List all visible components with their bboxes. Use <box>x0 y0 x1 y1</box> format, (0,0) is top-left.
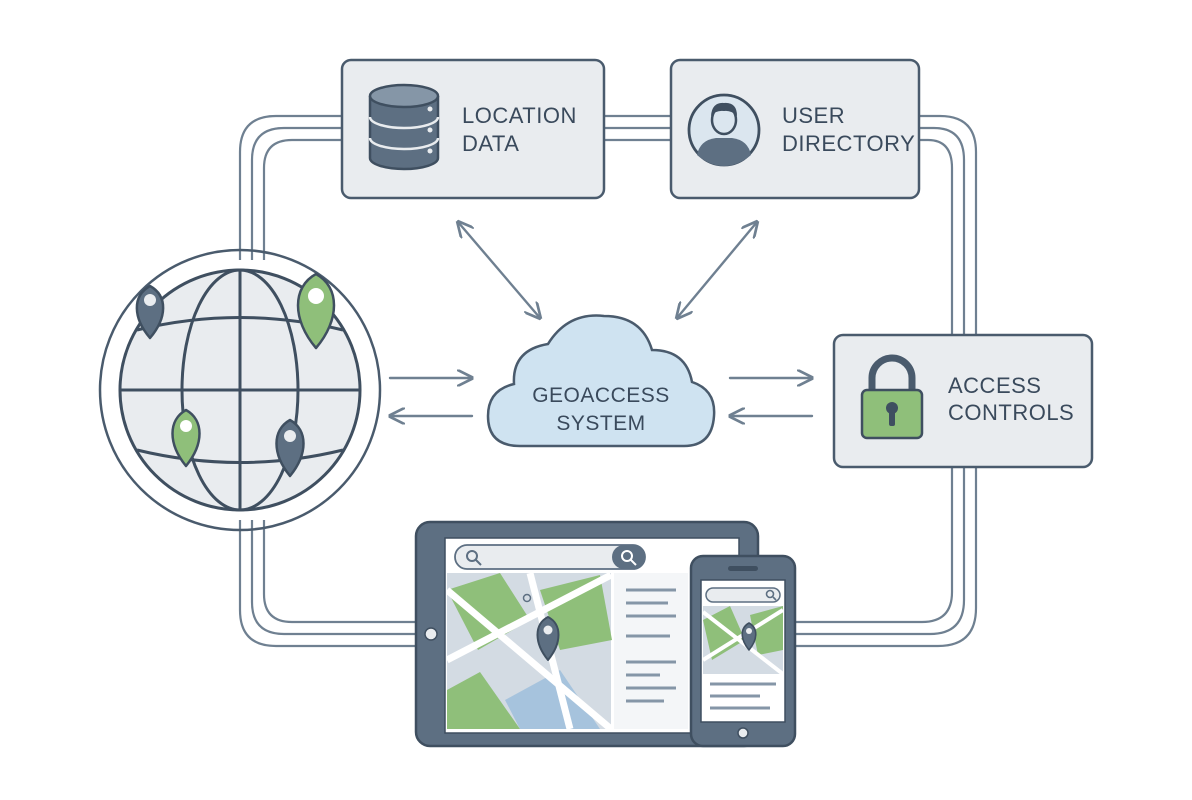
padlock-icon <box>860 354 924 440</box>
flow-arrows <box>390 222 812 416</box>
map-pin-icon <box>275 418 305 478</box>
user-directory-label-1: USER <box>782 103 845 128</box>
map-pin-icon <box>741 622 757 651</box>
tablet-device <box>414 520 760 748</box>
access-controls-label-1: ACCESS <box>948 373 1041 398</box>
user-avatar-icon <box>687 93 761 167</box>
geoaccess-label-2: SYSTEM <box>556 412 645 435</box>
search-icon <box>466 550 482 566</box>
cloud-icon <box>486 314 716 448</box>
geoaccess-label-1: GEOACCESS <box>532 384 670 407</box>
tablet-and-phone-map-icon <box>414 520 797 748</box>
access-controls-label-2: CONTROLS <box>948 400 1074 425</box>
map-pin-icon <box>135 284 165 340</box>
geoaccess-cloud-node: GEOACCESS SYSTEM <box>486 314 716 448</box>
user-directory-label-2: DIRECTORY <box>782 131 915 156</box>
arrow-location-cloud <box>458 222 540 318</box>
map-pin-icon <box>171 408 201 468</box>
phone-device <box>689 554 797 748</box>
user-directory-node: USER DIRECTORY <box>669 58 921 200</box>
map-view <box>447 573 614 729</box>
map-pin-icon <box>296 272 336 350</box>
arrow-user-cloud <box>677 222 757 318</box>
globe-with-pins-icon <box>98 248 382 532</box>
location-data-label-1: LOCATION <box>462 103 577 128</box>
location-data-node: LOCATION DATA <box>340 58 606 200</box>
access-controls-node: ACCESS CONTROLS <box>832 333 1094 469</box>
connection-ring <box>238 114 978 648</box>
database-icon <box>368 83 440 171</box>
map-pin-icon <box>536 616 560 661</box>
location-data-label-2: DATA <box>462 131 519 156</box>
